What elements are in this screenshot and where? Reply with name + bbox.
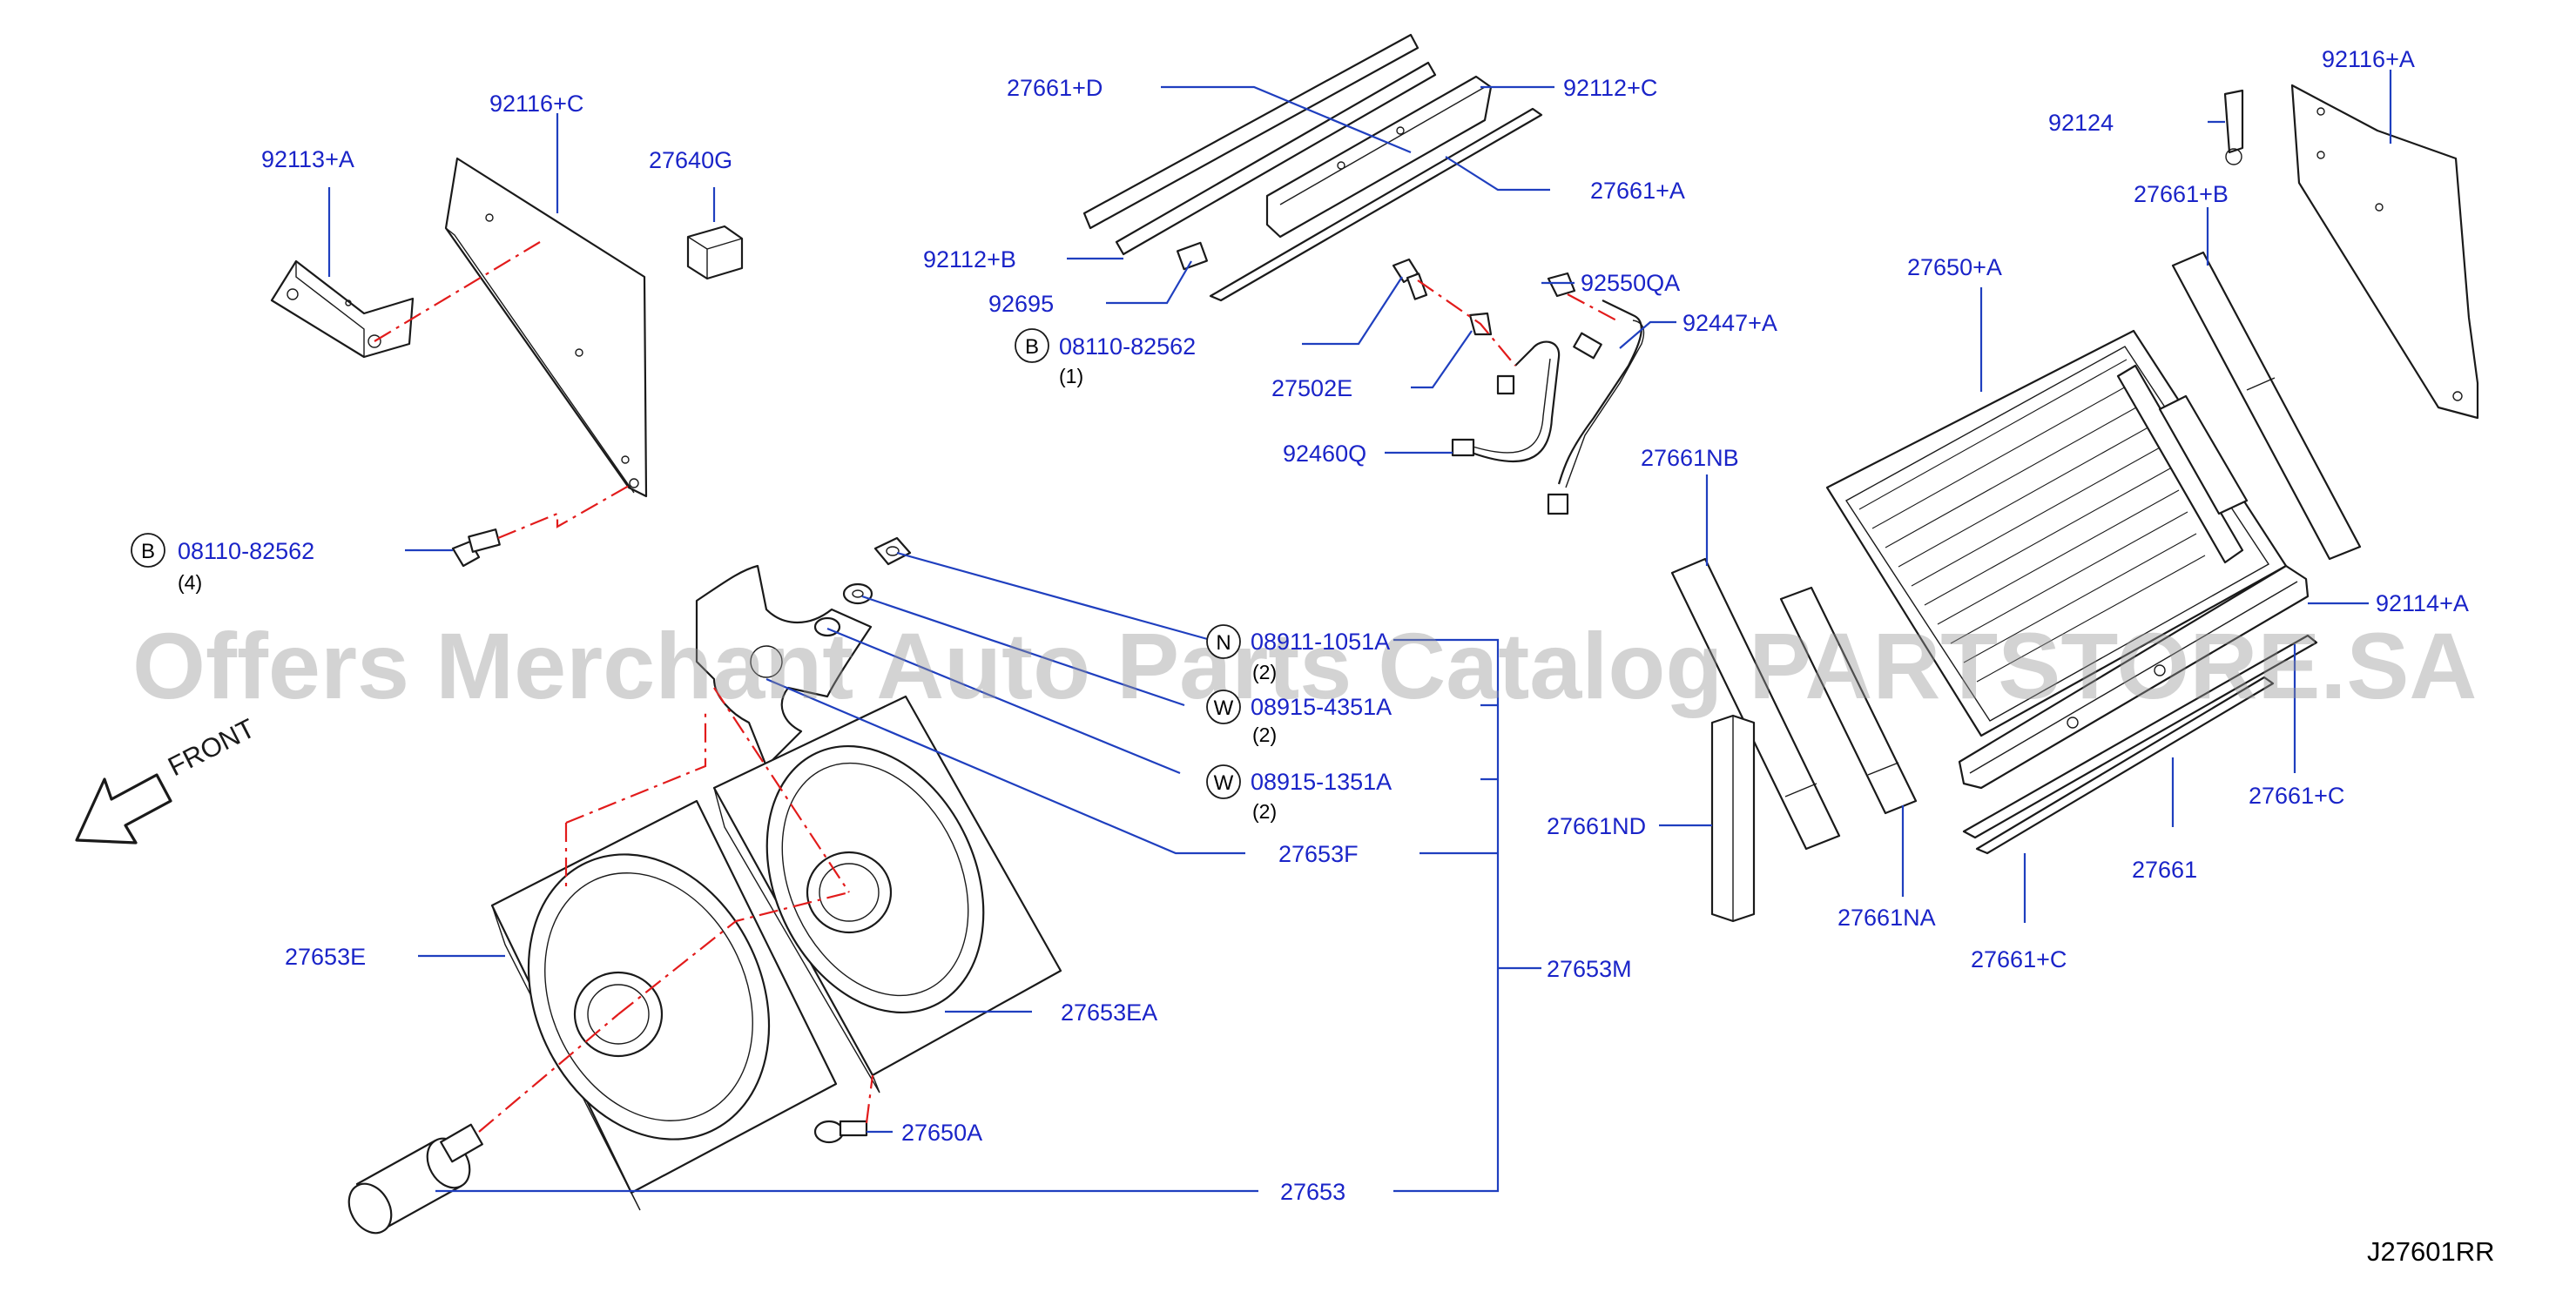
bracket-92124-drawing[interactable] xyxy=(2223,89,2244,165)
condenser-27650a-drawing[interactable] xyxy=(1825,329,2288,737)
callout-washer-2-part[interactable]: 08915-1351A xyxy=(1251,769,1392,795)
clip-92550qa-drawing[interactable] xyxy=(1547,272,1576,298)
front-label: FRONT xyxy=(163,713,260,783)
callout-92113a[interactable]: 92113+A xyxy=(261,146,354,172)
qty-bolt-top: (1) xyxy=(1059,365,1083,387)
badge-bolt-top[interactable]: B xyxy=(1015,328,1049,363)
qty-bolt-left: (4) xyxy=(178,571,202,594)
callout-92116a[interactable]: 92116+A xyxy=(2322,46,2415,72)
badge-nut[interactable]: N xyxy=(1206,624,1241,659)
callout-27653[interactable]: 27653 xyxy=(1280,1179,1345,1205)
callout-92447a[interactable]: 92447+A xyxy=(1682,310,1777,336)
callout-27653f[interactable]: 27653F xyxy=(1278,841,1359,867)
qty-washer-2: (2) xyxy=(1252,800,1277,823)
badge-washer-1[interactable]: W xyxy=(1206,690,1241,724)
callout-27661d[interactable]: 27661+D xyxy=(1007,75,1103,101)
bracket-92114a-drawing[interactable] xyxy=(1958,564,2310,790)
seal-27661-drawing[interactable] xyxy=(1975,676,2275,855)
bolt-27650a-drawing[interactable] xyxy=(813,1120,868,1144)
callout-nut-part[interactable]: 08911-1051A xyxy=(1251,629,1390,655)
fan-blade-27653f-drawing[interactable] xyxy=(695,564,873,768)
diagram-code: J27601RR xyxy=(2367,1236,2494,1267)
callout-27661nb[interactable]: 27661NB xyxy=(1641,445,1739,471)
badge-bolt-left[interactable]: B xyxy=(131,533,165,568)
assembly-line-bolt xyxy=(497,485,630,540)
callout-92550qa[interactable]: 92550QA xyxy=(1581,270,1680,296)
callout-27661c-bottom[interactable]: 27661+C xyxy=(1971,946,2067,972)
block-27640g-drawing[interactable] xyxy=(686,225,744,280)
assembly-bracket-27653m xyxy=(1393,638,1541,1193)
pipe-92460q-drawing[interactable] xyxy=(1451,340,1561,462)
callout-92695[interactable]: 92695 xyxy=(988,291,1054,317)
assembly-line-motor xyxy=(478,1013,619,1133)
seal-27661na-drawing[interactable] xyxy=(1779,586,1918,815)
pipe-92447a-drawing[interactable] xyxy=(1547,299,1645,515)
callout-92112b[interactable]: 92112+B xyxy=(923,246,1016,273)
assembly-line-shaft xyxy=(713,687,850,893)
watermark-text: Offers Merchant Auto Parts Catalog PARTS… xyxy=(132,613,2477,718)
badge-letter: B xyxy=(141,540,155,563)
badge-letter: N xyxy=(1216,631,1231,655)
seal-27661b-drawing[interactable] xyxy=(2171,251,2362,561)
panel-92116a-drawing[interactable] xyxy=(2290,84,2479,420)
bolt-left-drawing[interactable] xyxy=(451,528,501,568)
qty-washer-1: (2) xyxy=(1252,723,1277,746)
callout-92460q[interactable]: 92460Q xyxy=(1283,441,1366,467)
callout-27653m[interactable]: 27653M xyxy=(1547,956,1632,982)
seal-27661nd-drawing[interactable] xyxy=(1710,714,1756,923)
badge-letter: W xyxy=(1214,696,1234,720)
assembly-line-27650a xyxy=(865,1074,874,1124)
qty-nut: (2) xyxy=(1252,661,1277,683)
callout-92112c[interactable]: 92112+C xyxy=(1563,75,1657,101)
callout-27661b[interactable]: 27661+B xyxy=(2134,181,2229,207)
callout-bolt-top-part[interactable]: 08110-82562 xyxy=(1059,333,1196,360)
callout-27653e[interactable]: 27653E xyxy=(285,944,366,970)
badge-washer-2[interactable]: W xyxy=(1206,764,1241,799)
leader-lines xyxy=(327,70,2392,1193)
assembly-line-pipe-bolt xyxy=(1417,279,1516,367)
callout-27653ea[interactable]: 27653EA xyxy=(1061,999,1157,1026)
front-arrow: FRONT xyxy=(75,713,260,845)
callout-27650a[interactable]: 27650A xyxy=(901,1120,982,1146)
fan-shroud-27653ea-drawing[interactable] xyxy=(712,695,1062,1093)
seal-27661c-drawing[interactable] xyxy=(1962,634,2318,839)
callout-92114a[interactable]: 92114+A xyxy=(2376,590,2469,616)
callout-92116c[interactable]: 92116+C xyxy=(489,91,583,117)
seal-27661d-drawing[interactable] xyxy=(1082,33,1437,256)
seal-27661a-drawing[interactable] xyxy=(1209,107,1543,302)
assembly-line-fan2 xyxy=(565,710,707,824)
callout-27502e[interactable]: 27502E xyxy=(1271,375,1352,401)
callout-bolt-left-part[interactable]: 08110-82562 xyxy=(178,538,314,564)
callout-27661[interactable]: 27661 xyxy=(2132,857,2197,883)
assembly-line-bracket xyxy=(374,241,541,342)
callout-labels: 92113+A 92116+C 27640G 27661+D 92112+C 2… xyxy=(261,46,2469,1205)
condenser-fins xyxy=(1858,359,2206,683)
callout-27650a-condenser[interactable]: 27650+A xyxy=(1907,254,2002,280)
seal-27661nb-drawing[interactable] xyxy=(1670,557,1841,851)
bracket-92113-drawing[interactable] xyxy=(270,259,415,359)
bracket-92112c-drawing[interactable] xyxy=(1265,75,1493,239)
callout-27661na[interactable]: 27661NA xyxy=(1838,905,1936,931)
motor-27653-drawing[interactable] xyxy=(341,1123,483,1241)
callout-27661a[interactable]: 27661+A xyxy=(1590,178,1685,204)
assembly-line-pipe-clip xyxy=(1567,293,1621,323)
badge-letter: B xyxy=(1025,335,1039,359)
badge-letter: W xyxy=(1214,771,1234,795)
bolt-top-drawing[interactable] xyxy=(1392,258,1428,300)
callout-27640g[interactable]: 27640G xyxy=(649,147,732,173)
callout-27661c-right[interactable]: 27661+C xyxy=(2249,783,2344,809)
clip-92695-drawing[interactable] xyxy=(1176,241,1209,271)
callout-92124[interactable]: 92124 xyxy=(2048,110,2114,136)
shroud-panel-92116c-drawing[interactable] xyxy=(444,157,648,498)
fan-shroud-27653e-drawing[interactable] xyxy=(483,799,838,1211)
assembly-line-blade xyxy=(617,891,850,1015)
callout-27661nd[interactable]: 27661ND xyxy=(1547,813,1646,839)
callout-washer-1-part[interactable]: 08915-4351A xyxy=(1251,694,1392,720)
